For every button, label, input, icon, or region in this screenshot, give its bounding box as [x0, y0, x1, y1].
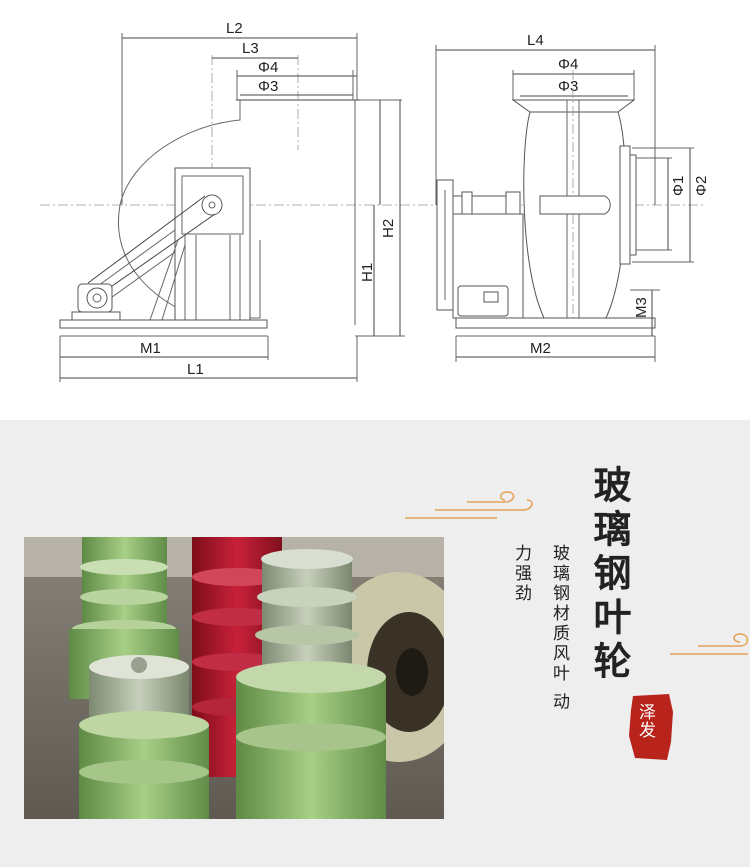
label-phi4-front: Φ4 — [558, 56, 578, 73]
cloud-ornament-right — [670, 633, 749, 655]
seal-text: 泽发 — [635, 703, 655, 739]
bearing-frame — [174, 167, 251, 321]
front-motor — [457, 285, 509, 317]
fan-casing — [523, 111, 627, 321]
gray-impeller-stack — [236, 549, 386, 819]
product-description-line-1: 玻璃钢材质风叶 动 — [549, 544, 569, 713]
front-base — [455, 317, 656, 329]
label-M2: M2 — [530, 340, 551, 357]
inlet-flange — [619, 145, 631, 265]
cloud-ornament-left — [405, 491, 533, 519]
drive-belt — [87, 195, 206, 284]
product-description-line-2: 力强劲 — [511, 544, 531, 604]
fan-dimension-drawing: L2 L3 Φ4 Φ3 H2 H1 M1 L1 L4 Φ4 Φ3 — [0, 0, 750, 420]
label-H2: H2 — [380, 219, 397, 238]
label-M3: M3 — [633, 297, 650, 318]
outlet-flange — [511, 99, 636, 113]
label-M1: M1 — [140, 340, 161, 357]
label-L1: L1 — [187, 361, 204, 378]
label-phi2: Φ2 — [693, 176, 710, 196]
pulley — [201, 194, 223, 216]
product-section: 玻璃钢叶轮 玻璃钢材质风叶 动 力强劲 泽发 — [0, 420, 750, 867]
seal-stamp — [629, 694, 673, 760]
impeller-hub — [539, 195, 611, 215]
label-phi3-front: Φ3 — [558, 78, 578, 95]
volute-outlet — [240, 99, 356, 320]
label-L4: L4 — [527, 32, 544, 49]
volute-casing — [118, 100, 261, 319]
product-title: 玻璃钢叶轮 — [587, 465, 631, 685]
label-L2: L2 — [226, 20, 243, 37]
label-phi4-side: Φ4 — [258, 59, 278, 76]
side-base — [59, 319, 268, 329]
label-H1: H1 — [359, 263, 376, 282]
label-phi1: Φ1 — [670, 176, 687, 196]
label-L3: L3 — [242, 40, 259, 57]
impeller-photo — [24, 537, 444, 819]
drawing-svg: L2 L3 Φ4 Φ3 H2 H1 M1 L1 L4 Φ4 Φ3 — [40, 20, 710, 382]
green-impeller-stack-front — [79, 655, 209, 819]
label-phi3-side: Φ3 — [258, 78, 278, 95]
